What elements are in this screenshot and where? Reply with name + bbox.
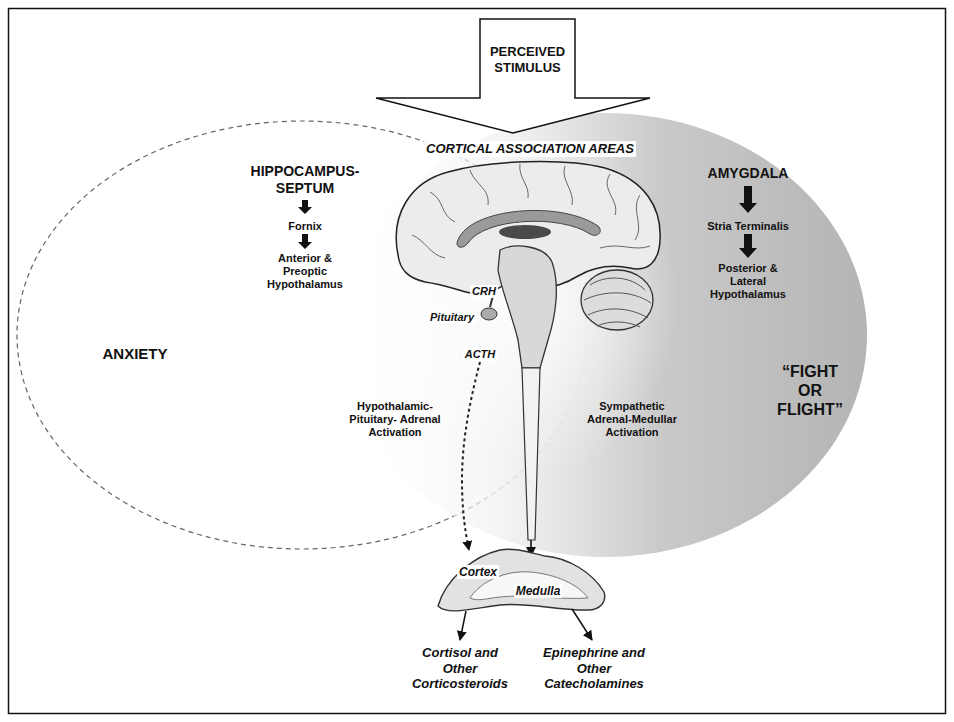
text-holder: Anterior & Preoptic Hypothalamus (264, 252, 346, 292)
text-holder: Pituitary (428, 307, 476, 325)
pathway-label: Hypothalamic- Pituitary- Adrenal Activat… (340, 400, 450, 440)
structure-label: Medulla (514, 584, 563, 598)
structure-label: AMYGDALA (708, 165, 789, 182)
node-label: ANXIETY (102, 345, 167, 363)
text-holder: PERCEIVED STIMULUS (480, 44, 575, 75)
structure-label: Pituitary (428, 311, 476, 324)
hormone-label: CRH (470, 285, 498, 298)
text-holder: ANXIETY (102, 345, 167, 363)
text-holder: ACTH (463, 344, 498, 362)
node-label: “FIGHT OR FLIGHT” (770, 362, 850, 420)
structure-label: Cortex (457, 565, 499, 579)
text-holder: Medulla (514, 581, 563, 599)
hormone-label: Cortisol and Other Corticosteroids (404, 645, 516, 692)
text-holder: CORTICAL ASSOCIATION AREAS (424, 139, 636, 157)
pathway-label: Fornix (288, 220, 322, 233)
text-holder: Hypothalamic- Pituitary- Adrenal Activat… (340, 400, 450, 440)
output-arrow-part (572, 609, 592, 640)
text-holder: Cortex (457, 562, 499, 580)
fight-flight-fill (343, 113, 867, 557)
node-label: PERCEIVED STIMULUS (480, 44, 575, 75)
text-holder: Cortisol and Other Corticosteroids (404, 645, 516, 692)
text-holder: Posterior & Lateral Hypothalamus (707, 262, 789, 302)
block-arrow-part (298, 200, 312, 214)
hormone-label: ACTH (463, 348, 498, 361)
adrenal-gland (438, 549, 605, 611)
stimulus-arrow: PERCEIVED STIMULUS (375, 18, 651, 136)
frame-border (9, 9, 946, 714)
structure-label: HIPPOCAMPUS- SEPTUM (246, 163, 364, 197)
text-holder: Stria Terminalis (707, 216, 789, 234)
adrenal-gland-part (438, 549, 605, 611)
pathway-label: Sympathetic Adrenal-Medullar Activation (579, 400, 685, 440)
text-holder: HIPPOCAMPUS- SEPTUM (246, 163, 364, 197)
pathway-label: Stria Terminalis (707, 220, 789, 233)
text-holder: AMYGDALA (708, 164, 789, 182)
block-arrow-part (298, 234, 312, 249)
output-arrow-part (460, 611, 466, 640)
text-holder: Sympathetic Adrenal-Medullar Activation (579, 400, 685, 440)
structure-label: Anterior & Preoptic Hypothalamus (264, 252, 346, 292)
stimulus-arrow-shape (375, 18, 651, 136)
text-holder: “FIGHT OR FLIGHT” (770, 362, 850, 420)
hormone-label: Epinephrine and Other Catecholamines (538, 645, 650, 692)
output-arrow (460, 609, 592, 640)
text-holder: CRH (470, 281, 498, 299)
text-holder: Epinephrine and Other Catecholamines (538, 645, 650, 692)
text-holder: Fornix (288, 216, 322, 234)
structure-label: Posterior & Lateral Hypothalamus (707, 262, 789, 302)
area-label: CORTICAL ASSOCIATION AREAS (424, 141, 636, 157)
